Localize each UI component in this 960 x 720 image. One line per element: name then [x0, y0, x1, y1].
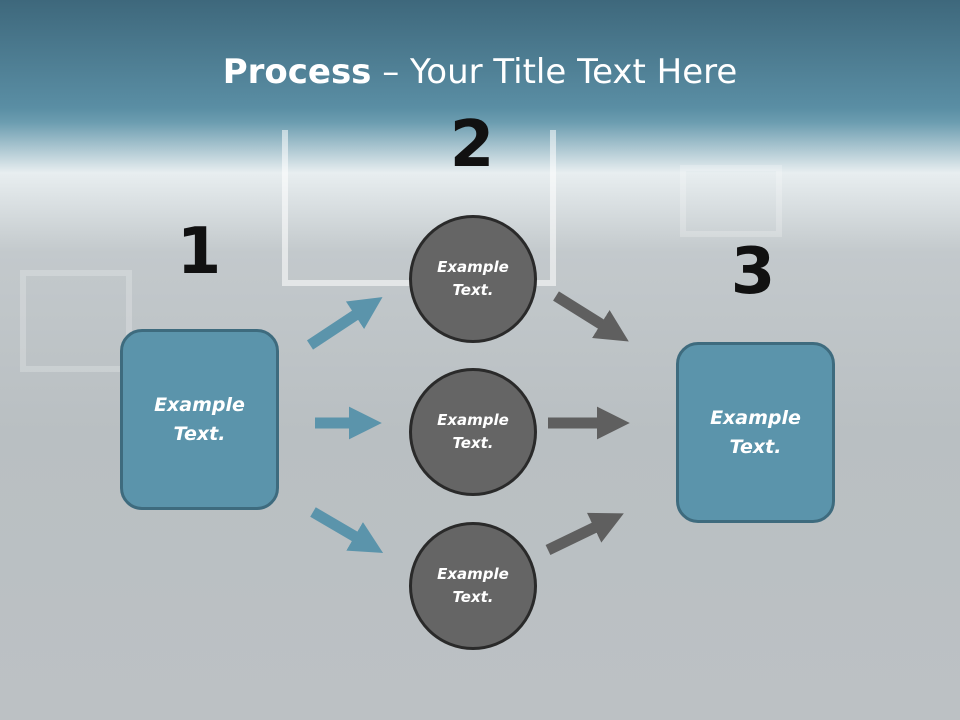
background-envelope — [680, 165, 782, 237]
arrow-up-right-grey — [545, 512, 624, 555]
step-number-1: 1 — [176, 215, 222, 289]
arrow-down-right-grey — [553, 291, 629, 342]
step-number-2: 2 — [449, 108, 495, 182]
background-envelope — [20, 270, 132, 372]
step-number-3: 3 — [730, 235, 776, 309]
arrow-down-right — [310, 507, 384, 553]
arrow-up-right — [306, 297, 383, 350]
slide-title: Process – Your Title Text Here — [222, 52, 738, 92]
